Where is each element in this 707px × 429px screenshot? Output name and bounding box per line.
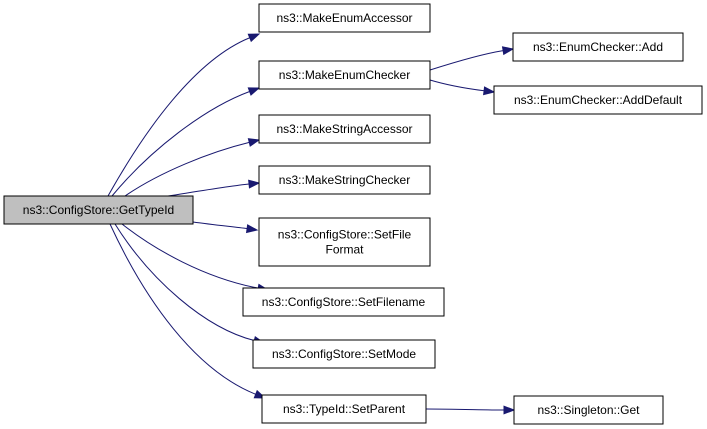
node-set-filename[interactable]: ns3::ConfigStore::SetFilename xyxy=(242,287,445,317)
node-box xyxy=(258,165,431,195)
node-box xyxy=(242,287,445,317)
edge-set-parent-to-singleton-get xyxy=(425,405,516,415)
node-label: ns3::MakeEnumAccessor xyxy=(276,11,412,25)
arrowhead xyxy=(501,46,515,56)
node-box xyxy=(513,395,664,425)
node-label: ns3::MakeEnumChecker xyxy=(279,68,410,82)
node-label: ns3::ConfigStore::GetTypeId xyxy=(23,203,174,217)
node-label: ns3::TypeId::SetParent xyxy=(283,402,406,416)
edge-line xyxy=(124,141,250,197)
node-label: ns3::ConfigStore::SetFilename xyxy=(262,295,426,309)
arrowhead xyxy=(247,87,261,96)
node-box xyxy=(3,195,194,225)
edge-get-type-id-to-set-file-format xyxy=(192,221,259,234)
node-box xyxy=(493,85,703,115)
edge-make-enum-checker-to-enum-checker-add-default xyxy=(429,79,496,96)
edge-line xyxy=(109,223,256,395)
node-make-string-accessor[interactable]: ns3::MakeStringAccessor xyxy=(258,114,431,144)
arrowhead xyxy=(247,33,261,43)
edge-line xyxy=(107,37,250,197)
node-enum-checker-add[interactable]: ns3::EnumChecker::Add xyxy=(512,32,684,62)
node-set-parent[interactable]: ns3::TypeId::SetParent xyxy=(261,394,427,424)
nodes-layer: ns3::ConfigStore::GetTypeId ns3::MakeEnum… xyxy=(3,3,703,425)
node-label: ns3::EnumChecker::Add xyxy=(533,40,663,54)
arrowhead xyxy=(245,224,259,234)
edge-line xyxy=(121,223,259,289)
node-enum-checker-add-default[interactable]: ns3::EnumChecker::AddDefault xyxy=(493,85,703,115)
edge-line xyxy=(114,223,255,342)
node-singleton-get[interactable]: ns3::Singleton::Get xyxy=(513,395,664,425)
node-label: ns3::MakeStringChecker xyxy=(279,173,410,187)
edge-line xyxy=(429,50,504,71)
node-make-string-checker[interactable]: ns3::MakeStringChecker xyxy=(258,165,431,195)
edge-get-type-id-to-make-enum-checker xyxy=(111,87,261,197)
arrowhead xyxy=(483,86,496,96)
arrowhead xyxy=(503,405,516,415)
arrowhead xyxy=(248,179,261,189)
edge-line xyxy=(167,183,250,197)
edge-line xyxy=(192,221,248,230)
node-make-enum-checker[interactable]: ns3::MakeEnumChecker xyxy=(258,60,431,90)
edge-make-enum-checker-to-enum-checker-add xyxy=(429,46,515,71)
node-make-enum-accessor[interactable]: ns3::MakeEnumAccessor xyxy=(258,3,431,33)
node-label: ns3::ConfigStore::SetFile xyxy=(278,228,412,242)
edge-get-type-id-to-set-filename xyxy=(121,223,270,293)
node-label: ns3::EnumChecker::AddDefault xyxy=(514,93,683,107)
node-box xyxy=(258,114,431,144)
edge-get-type-id-to-make-string-accessor xyxy=(124,138,261,197)
edge-get-type-id-to-make-string-checker xyxy=(167,179,261,197)
node-box xyxy=(258,3,431,33)
node-set-mode[interactable]: ns3::ConfigStore::SetMode xyxy=(252,339,436,369)
node-box xyxy=(258,217,431,267)
node-label: ns3::Singleton::Get xyxy=(537,403,640,417)
edge-get-type-id-to-make-enum-accessor xyxy=(107,33,261,197)
node-box xyxy=(512,32,684,62)
arrowhead xyxy=(247,138,261,147)
node-label: Format xyxy=(325,243,364,257)
node-get-type-id[interactable]: ns3::ConfigStore::GetTypeId xyxy=(3,195,194,225)
edge-line xyxy=(425,408,505,411)
node-box xyxy=(258,60,431,90)
node-box xyxy=(261,394,427,424)
node-label: ns3::MakeStringAccessor xyxy=(276,122,412,136)
node-box xyxy=(252,339,436,369)
edge-line xyxy=(429,79,485,92)
edge-line xyxy=(111,91,250,197)
node-label: ns3::ConfigStore::SetMode xyxy=(272,347,416,361)
